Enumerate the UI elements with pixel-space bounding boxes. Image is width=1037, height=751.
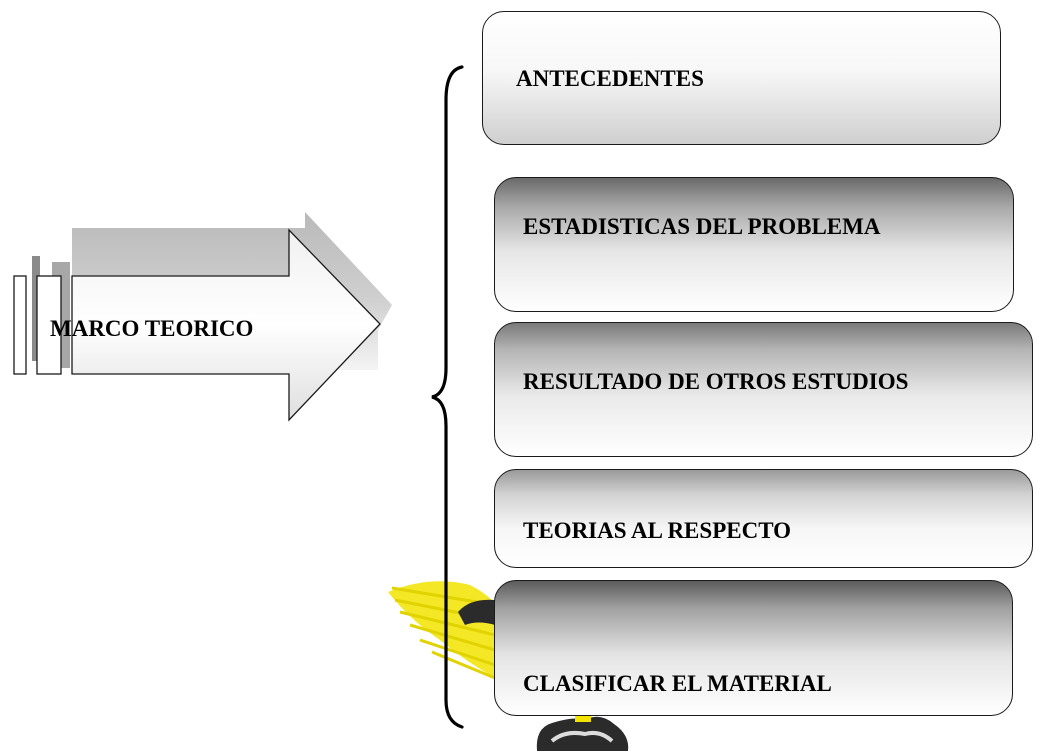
item-box-estadisticas <box>494 177 1014 312</box>
snake-head-icon <box>458 599 495 625</box>
item-box-teorias <box>494 469 1033 568</box>
item-label-resultado: RESULTADO DE OTROS ESTUDIOS <box>523 369 909 394</box>
source-label: MARCO TEORICO <box>50 316 254 341</box>
marco-teorico-arrow <box>13 212 392 422</box>
item-label-antecedentes: ANTECEDENTES <box>516 66 704 91</box>
item-label-clasificar: CLASIFICAR EL MATERIAL <box>523 671 832 696</box>
item-box-clasificar <box>494 580 1013 716</box>
item-label-teorias: TEORIAS AL RESPECTO <box>523 518 792 543</box>
item-box-antecedentes <box>482 11 1001 145</box>
item-label-estadisticas: ESTADISTICAS DEL PROBLEMA <box>523 214 881 239</box>
item-box-resultado <box>494 322 1033 457</box>
left-curly-brace-icon <box>431 65 464 729</box>
arrow-front <box>13 228 381 422</box>
